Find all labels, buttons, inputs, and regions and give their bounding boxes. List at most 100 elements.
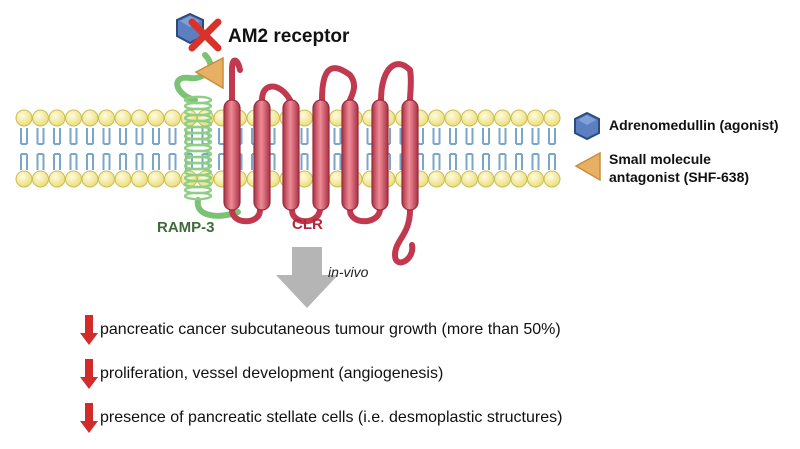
lipid-tail <box>333 153 342 170</box>
lipid-head <box>147 109 165 127</box>
lipid-tail <box>20 128 28 145</box>
lipid-tail <box>168 153 177 170</box>
lipid-tail <box>449 153 457 170</box>
clr-helix <box>223 99 241 211</box>
legend-antagonist-line2: antagonist (SHF-638) <box>609 169 750 185</box>
lipid-tail <box>300 128 309 145</box>
lipid-tail <box>498 153 507 170</box>
ramp3-protein <box>174 52 241 219</box>
lipid-head <box>543 170 561 188</box>
lipid-head <box>48 109 66 127</box>
lipid-head <box>164 170 181 188</box>
page-title: AM2 receptor <box>228 26 350 47</box>
lipid-tail <box>432 128 441 145</box>
lipid-tail <box>36 153 45 170</box>
lipid-tail <box>102 128 111 145</box>
lipid-tail <box>333 128 342 145</box>
lipid-tail <box>300 153 309 170</box>
effect-text: pancreatic cancer subcutaneous tumour gr… <box>100 321 561 338</box>
effect-item: proliferation, vessel development (angio… <box>80 357 780 401</box>
antagonist-triangle-icon <box>194 56 224 90</box>
lipid-tail <box>201 128 210 145</box>
lipid-tail <box>69 153 78 170</box>
lipid-head <box>131 170 148 188</box>
lipid-tail <box>482 128 490 145</box>
lipid-tail <box>119 128 127 145</box>
lipid-head <box>527 170 544 188</box>
lipid-head <box>98 170 115 188</box>
down-arrow-icon <box>80 359 98 389</box>
lipid-tail <box>432 153 441 170</box>
effect-item: presence of pancreatic stellate cells (i… <box>80 401 780 445</box>
clr-helix <box>253 99 271 211</box>
lipid-tail <box>86 128 94 145</box>
legend-antagonist-label: Small molecule antagonist (SHF-638) <box>609 150 749 186</box>
lipid-head <box>543 109 561 127</box>
lipid-head <box>65 170 82 188</box>
lipid-head <box>65 109 82 127</box>
lipid-tail <box>548 128 556 145</box>
clr-helix <box>341 99 359 211</box>
lipid-tail <box>531 153 540 170</box>
clr-helix <box>312 99 330 211</box>
lipid-tail <box>548 153 556 170</box>
effect-text: presence of pancreatic stellate cells (i… <box>100 409 563 426</box>
lipid-tail <box>36 128 45 145</box>
ramp3-helix <box>183 95 213 201</box>
lipid-head <box>444 109 462 127</box>
lipid-tail <box>152 153 160 170</box>
lipid-tail <box>53 153 61 170</box>
lipid-head <box>114 109 132 127</box>
lipid-tail <box>498 128 507 145</box>
lipid-head <box>494 170 511 188</box>
clr-label: CLR <box>292 216 323 233</box>
lipid-head <box>510 170 528 188</box>
lipid-head <box>527 109 544 127</box>
lipid-head <box>81 109 99 127</box>
clr-helix <box>401 99 419 211</box>
lipid-tail <box>465 128 474 145</box>
effect-item: pancreatic cancer subcutaneous tumour gr… <box>80 313 780 357</box>
lipid-tail <box>449 128 457 145</box>
lipid-head <box>494 109 511 127</box>
lipid-head <box>428 170 445 188</box>
down-arrow-icon <box>80 315 98 345</box>
legend-triangle-icon <box>574 151 601 182</box>
legend-antagonist-line1: Small molecule <box>609 151 711 167</box>
lipid-head <box>98 109 115 127</box>
lipid-tail <box>515 153 523 170</box>
lipid-head <box>477 170 495 188</box>
lipid-tail <box>86 153 94 170</box>
lipid-head <box>15 170 33 188</box>
blocked-x-icon <box>188 18 222 52</box>
lipid-head <box>15 109 33 127</box>
lipid-head <box>48 170 66 188</box>
lipid-head <box>428 109 445 127</box>
lipid-tail <box>119 153 127 170</box>
in-vivo-arrow-icon <box>276 247 338 308</box>
lipid-tail <box>515 128 523 145</box>
lipid-head <box>114 170 132 188</box>
lipid-head <box>477 109 495 127</box>
in-vivo-label: in-vivo <box>328 264 369 280</box>
lipid-head <box>81 170 99 188</box>
lipid-tail <box>482 153 490 170</box>
lipid-tail <box>20 153 28 170</box>
lipid-head <box>32 170 49 188</box>
lipid-tail <box>135 153 144 170</box>
effect-text: proliferation, vessel development (angio… <box>100 365 444 382</box>
clr-helix <box>282 99 300 211</box>
lipid-tail <box>465 153 474 170</box>
effects-list: pancreatic cancer subcutaneous tumour gr… <box>80 313 780 445</box>
lipid-tail <box>168 128 177 145</box>
lipid-tail <box>531 128 540 145</box>
clr-helix <box>371 99 389 211</box>
lipid-head <box>461 109 478 127</box>
lipid-head <box>147 170 165 188</box>
ramp3-label: RAMP-3 <box>157 219 215 236</box>
lipid-tail <box>53 128 61 145</box>
lipid-tail <box>69 128 78 145</box>
transmembrane-helices <box>223 99 419 211</box>
lipid-tail <box>102 153 111 170</box>
